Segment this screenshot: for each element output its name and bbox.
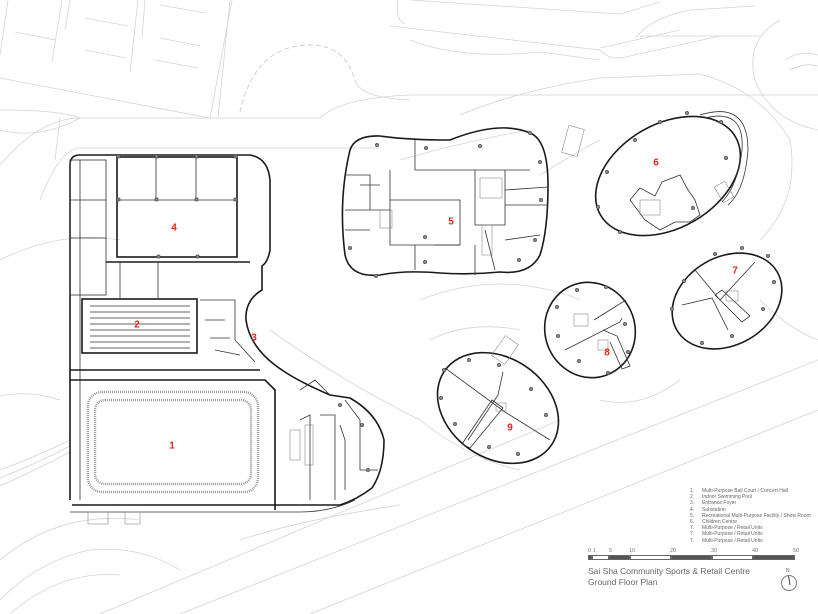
room-label-7: 7 [732, 265, 738, 277]
room-label-5: 5 [448, 216, 454, 228]
legend-item: 7.Multi-Purpose / Retail Units [690, 537, 763, 544]
legend-item: 4.Substation [690, 506, 726, 513]
legend-item: 7.Multi-Purpose / Retail Units [690, 531, 763, 538]
plan-name: Ground Floor Plan [588, 577, 658, 587]
room-label-8: 8 [604, 347, 610, 359]
scale-tick: 20 [670, 548, 677, 554]
scale-tick: 1 [593, 548, 597, 554]
scale-tick: 30 [711, 548, 718, 554]
room-label-1: 1 [169, 440, 175, 452]
building-5 [341, 125, 585, 279]
scale-tick: 0 [588, 548, 592, 554]
room-label-4: 4 [171, 222, 177, 234]
scale-tick: 10 [629, 548, 636, 554]
room-label-9: 9 [507, 422, 513, 434]
room-label-2: 2 [134, 319, 140, 331]
scale-tick: 5 [609, 548, 613, 554]
scale-tick: 40 [752, 548, 759, 554]
title-block: 0 1 5 10 20 30 40 50 Sai Sha Community S… [588, 548, 803, 588]
legend-item: 2.Indoor Swimming Pool [690, 494, 753, 501]
scale-bar: 0 1 5 10 20 30 40 50 [588, 548, 803, 564]
legend-item: 6.Children Centre [690, 519, 738, 526]
north-arrow-icon: N [780, 568, 798, 591]
legend: 1.Multi-Purpose Ball Court / Concert Hal… [690, 488, 811, 544]
sports-building [69, 154, 385, 525]
legend-item: 7.Multi-Purpose / Retail Units [690, 525, 763, 532]
building-6 [594, 110, 749, 237]
drawing-title: Sai Sha Community Sports & Retail Centre… [588, 566, 803, 588]
room-label-6: 6 [653, 157, 659, 169]
project-name: Sai Sha Community Sports & Retail Centre [588, 566, 751, 576]
scale-tick: 50 [793, 548, 800, 554]
legend-item: 3.Entrance Foyer [690, 500, 737, 507]
legend-item: 5.Recreational Multi-Purpose Facility / … [690, 512, 811, 519]
building-9 [436, 335, 560, 465]
building-7 [669, 245, 783, 350]
room-label-3: 3 [251, 332, 257, 344]
legend-item: 1.Multi-Purpose Ball Court / Concert Hal… [690, 488, 788, 494]
building-8 [543, 281, 637, 379]
